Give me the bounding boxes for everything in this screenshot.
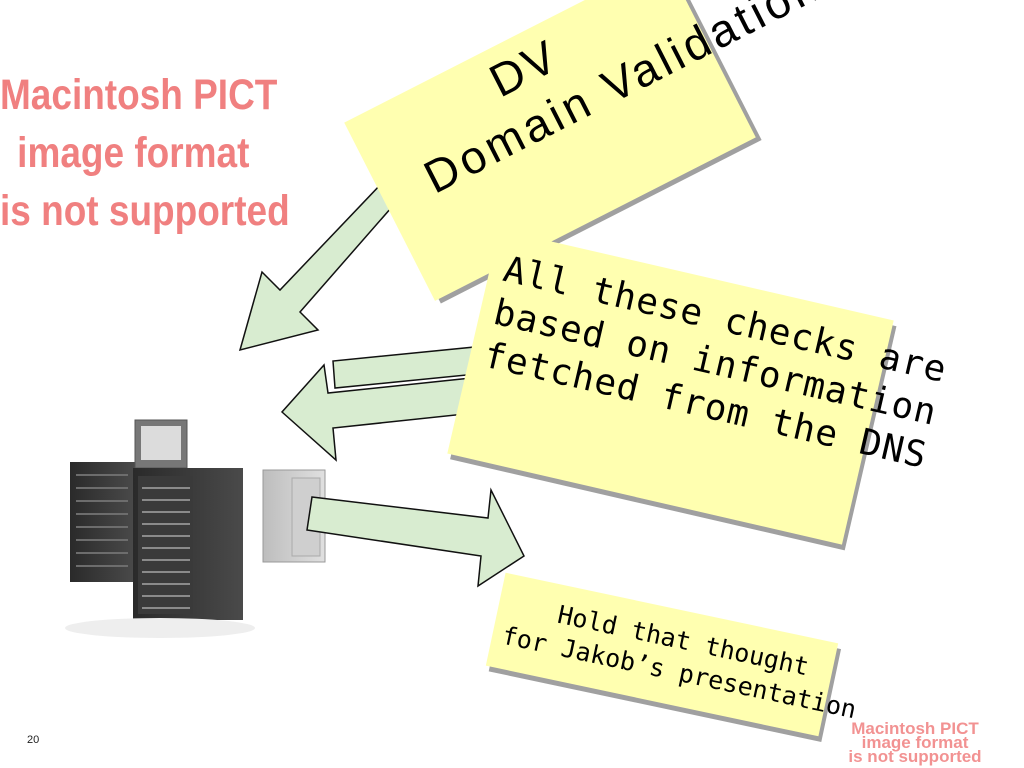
pict-small-line-1: Macintosh PICT	[851, 719, 979, 738]
arrow-servers-to-hold	[306, 487, 525, 588]
pict-small-line-2: image format	[861, 733, 969, 752]
server-racks-image	[65, 419, 326, 638]
pict-line-2: image format	[17, 129, 250, 177]
arrow-dv-to-servers	[238, 181, 400, 352]
page-number: 20	[27, 734, 40, 746]
pict-line-1: Macintosh PICT	[0, 71, 278, 119]
pict-small-line-3: is not supported	[848, 747, 982, 766]
pict-line-3: is not supported	[0, 187, 290, 235]
pict-placeholder-small: Macintosh PICT image format is not suppo…	[815, 719, 1015, 766]
pict-placeholder-main: Macintosh PICT image format is not suppo…	[0, 66, 290, 240]
